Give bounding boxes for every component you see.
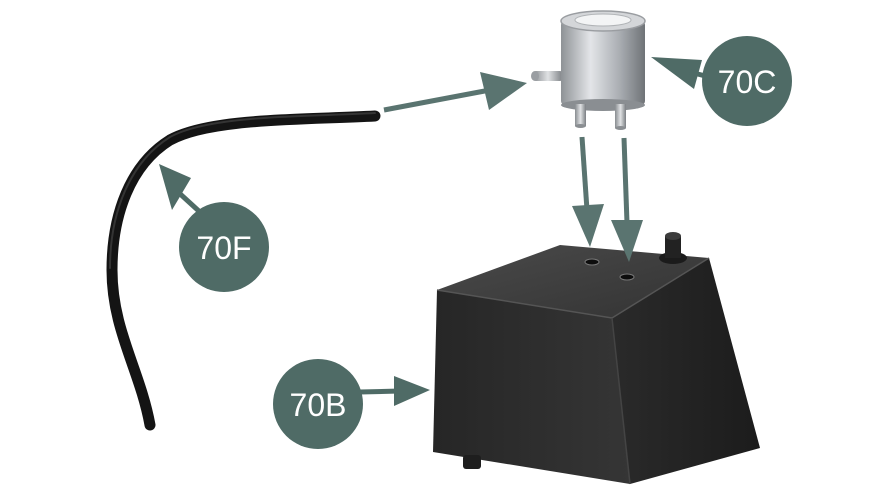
valve — [531, 10, 646, 130]
arrow-valve-pin-right — [611, 137, 643, 262]
box-hole-right — [619, 273, 635, 281]
arrow-valve-pin-left — [572, 136, 604, 247]
hose — [106, 110, 381, 431]
box-hole-left — [584, 258, 600, 266]
callout-label-70c: 70C — [718, 64, 777, 100]
callout-70f: 70F — [159, 164, 269, 292]
callout-70c: 70C — [651, 36, 792, 126]
callout-label-70f: 70F — [196, 230, 251, 266]
box-knob — [659, 232, 687, 264]
callout-label-70b: 70B — [290, 387, 347, 423]
callout-70b: 70B — [273, 359, 430, 449]
pump-box — [433, 232, 760, 485]
arrow-hose-to-valve — [383, 72, 527, 113]
